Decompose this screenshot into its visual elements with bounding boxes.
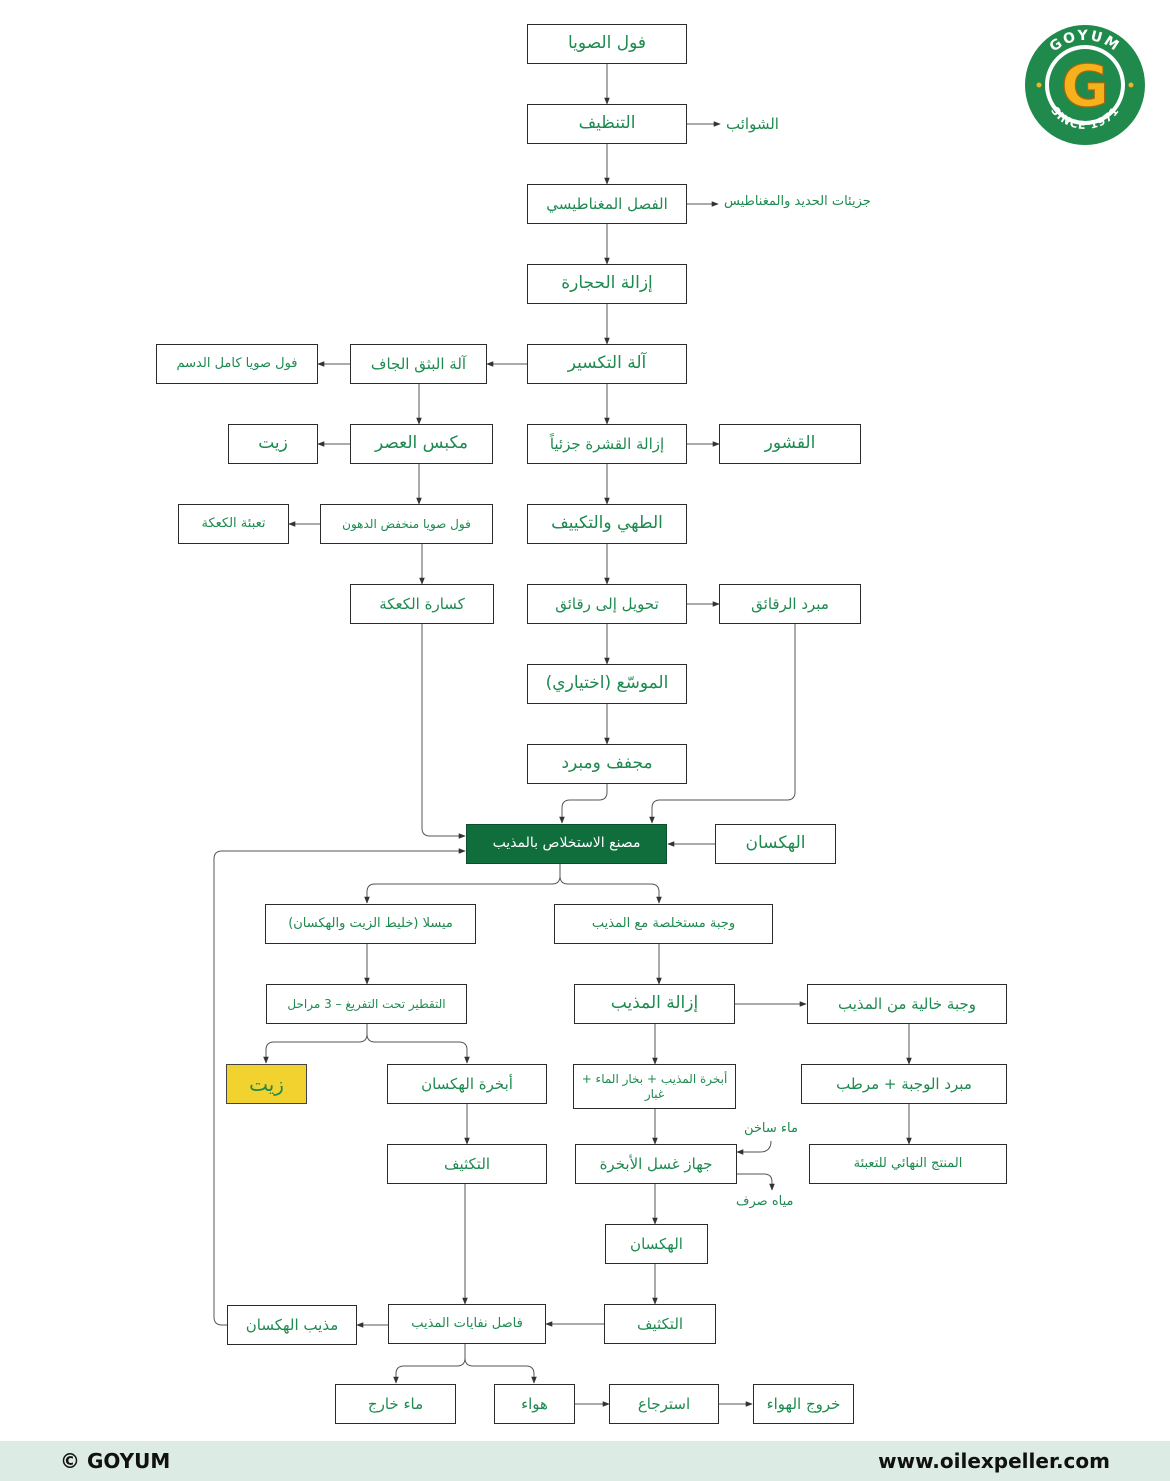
node-expander: الموسّع (اختياري) — [527, 664, 687, 704]
arrow-distill-oil — [263, 1024, 368, 1064]
footer-copyright: © GOYUM — [60, 1449, 171, 1473]
node-miscella: ميسلا (خليط الزيت والهكسان) — [265, 904, 476, 944]
node-dry-extruder: آلة البثق الجاف — [350, 344, 487, 384]
node-solvent-steam-dust: أبخرة المذيب + بخار الماء + غبار — [573, 1064, 736, 1109]
node-press-oil: زيت — [228, 424, 318, 464]
arrow-cooler-extraction — [649, 624, 796, 824]
node-cake-packing: تعبئة الكعكة — [178, 504, 289, 544]
node-hulls: القشور — [719, 424, 861, 464]
arrow-hotwater-scrubber — [736, 1140, 772, 1155]
node-hexane-recovered: الهكسان — [605, 1224, 708, 1264]
node-cake-breaker: كسارة الكعكة — [350, 584, 494, 624]
node-partial-dehulling: إزالة القشرة جزئياً — [527, 424, 687, 464]
node-full-fat-soy: فول صويا كامل الدسم — [156, 344, 318, 384]
arrow-extraction-miscella — [364, 864, 561, 904]
node-recovery: استرجاع — [609, 1384, 719, 1424]
arrow-recycle-extraction — [213, 848, 466, 1326]
node-flaking: تحويل إلى رقائق — [527, 584, 687, 624]
node-water-out: ماء خارج — [335, 1384, 456, 1424]
node-hexane-vapors: أبخرة الهكسان — [387, 1064, 547, 1104]
node-oil-output: زيت — [226, 1064, 307, 1104]
arrow-cakebreak-extraction — [421, 624, 466, 839]
label-iron-particles: جزيئات الحديد والمغناطيس — [724, 194, 871, 209]
arrow-dryer-extraction — [559, 784, 608, 824]
node-vapor-scrubber: جهاز غسل الأبخرة — [575, 1144, 737, 1184]
node-dryer-cooler: مجفف ومبرد — [527, 744, 687, 784]
flow-connectors — [213, 64, 912, 1407]
node-final-product: المنتج النهائي للتعبئة — [809, 1144, 1007, 1184]
node-air-exit: خروج الهواء — [753, 1384, 854, 1424]
arrow-separator-water — [393, 1344, 466, 1384]
node-meal-with-solvent: وجبة مستخلصة مع المذيب — [554, 904, 773, 944]
arrow-distill-vapor — [366, 1024, 470, 1064]
svg-text:G: G — [1061, 52, 1109, 120]
node-cleaning: التنظيف — [527, 104, 687, 144]
node-magnetic-separation: الفصل المغناطيسي — [527, 184, 687, 224]
arrow-scrubber-waste — [737, 1173, 775, 1191]
node-condensation-left: التكثيف — [387, 1144, 547, 1184]
node-destoning: إزالة الحجارة — [527, 264, 687, 304]
label-waste-water: مياه صرف — [736, 1194, 794, 1209]
footer-bar: © GOYUM www.oilexpeller.com — [0, 1441, 1170, 1481]
node-vacuum-distillation: التقطير تحت التفريغ – 3 مراحل — [266, 984, 467, 1024]
footer-website: www.oilexpeller.com — [878, 1449, 1110, 1473]
node-press: مكبس العصر — [350, 424, 493, 464]
node-soybean: فول الصويا — [527, 24, 687, 64]
label-hot-water: ماء ساخن — [744, 1121, 798, 1136]
node-desolventizing: إزالة المذيب — [574, 984, 735, 1024]
node-flake-cooler: مبرد الرقائق — [719, 584, 861, 624]
node-solvent-free-meal: وجبة خالية من المذيب — [807, 984, 1007, 1024]
label-impurities: الشوائب — [726, 115, 779, 133]
node-low-fat-soy: فول صويا منخفض الدهون — [320, 504, 493, 544]
node-cracking: آلة التكسير — [527, 344, 687, 384]
node-hexane-solvent: مذيب الهكسان — [227, 1305, 357, 1345]
arrow-extraction-meal — [559, 864, 662, 904]
node-solvent-extraction: مصنع الاستخلاص بالمذيب — [466, 824, 667, 864]
node-solvent-waste-separator: فاصل نفايات المذيب — [388, 1304, 546, 1344]
node-hexane-input: الهكسان — [715, 824, 836, 864]
arrow-separator-air — [464, 1344, 537, 1384]
node-air: هواء — [494, 1384, 575, 1424]
node-condensation-mid: التكثيف — [604, 1304, 716, 1344]
goyum-logo: GOYUM SINCE 1971 G — [1023, 23, 1147, 147]
node-meal-cooler-humidifier: مبرد الوجبة + مرطب — [801, 1064, 1007, 1104]
node-conditioning: الطهي والتكييف — [527, 504, 687, 544]
